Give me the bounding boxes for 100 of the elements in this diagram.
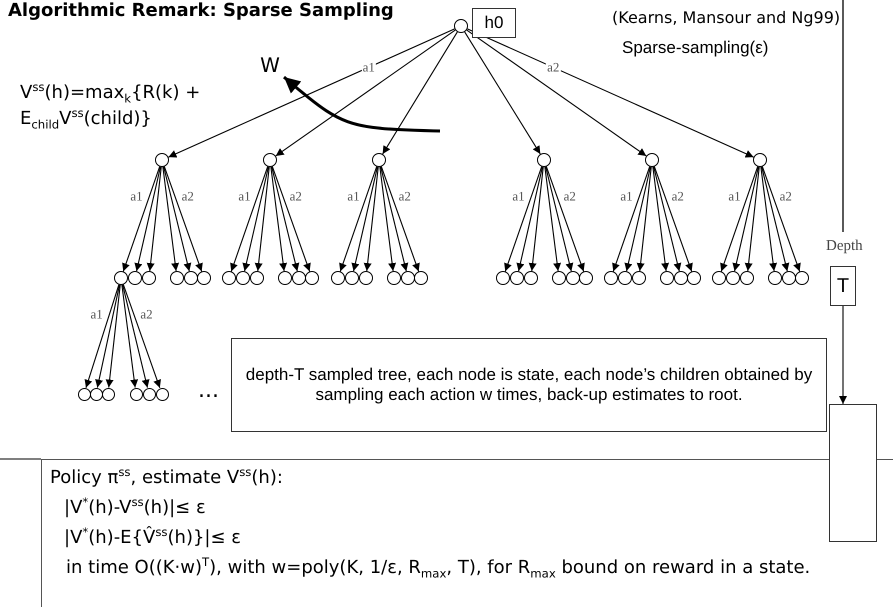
arrow	[122, 284, 150, 388]
arrow	[761, 166, 790, 272]
tree-node-circle	[454, 19, 468, 33]
tree-node-circle	[496, 271, 510, 285]
edge-label: a2	[180, 189, 195, 202]
tree-node-circle	[236, 271, 250, 285]
tree-node-circle	[604, 271, 618, 285]
arrow	[653, 166, 682, 272]
arrow	[84, 284, 120, 388]
arrow	[624, 166, 651, 272]
arrow	[467, 28, 754, 158]
variable-label: W	[256, 52, 284, 78]
tree-node-circle	[618, 271, 632, 285]
slide-title: Algorithmic Remark: Sparse Sampling	[8, 0, 394, 21]
depth-bar	[829, 404, 877, 542]
edge-label: a2	[139, 307, 154, 320]
arrow	[528, 166, 544, 272]
tree-node-circle	[197, 271, 211, 285]
tree-node-circle	[401, 271, 415, 285]
arrow	[380, 166, 408, 272]
tree-node-circle	[782, 271, 796, 285]
arrow	[546, 166, 585, 272]
arrow	[168, 28, 455, 158]
arrow	[134, 166, 161, 272]
formula-text: in time O((K·w)$^{T}$), with w=poly(K, 1/ε, R$_{max}$, T), for R$_{max}$ bound on reward in a state.	[65, 554, 812, 583]
state-label-box	[472, 8, 516, 38]
edge-label: a1	[346, 189, 361, 202]
result-panel	[41, 459, 893, 607]
arrow	[270, 166, 288, 272]
note-box	[231, 338, 827, 432]
edge-label: a2	[398, 189, 412, 202]
arrow	[162, 166, 180, 272]
arrow	[545, 166, 574, 272]
formula-text: |V$^{*}$(h)-V$^{ss}$(h)|≤ ε	[63, 494, 207, 520]
state-label: h0	[484, 12, 504, 34]
arrow	[275, 30, 456, 156]
arrow	[230, 166, 268, 272]
arrow	[254, 166, 270, 272]
tree-node-circle	[90, 388, 102, 400]
tree-node-circle	[102, 388, 114, 400]
tree-node-circle	[645, 153, 659, 167]
arrow	[732, 166, 759, 272]
edge-label: a1	[129, 189, 144, 202]
arrow	[464, 32, 541, 154]
tree-node-circle	[687, 271, 701, 285]
tree-node-circle	[387, 271, 401, 285]
formula-text: |V$^{*}$(h)-E{V̂$^{ss}$(h)}|≤ ε	[63, 524, 242, 550]
tree-node-circle	[552, 271, 566, 285]
axis-label: Depth	[826, 238, 863, 255]
edge-label: a2	[546, 60, 560, 74]
edge-label: a1	[90, 307, 104, 320]
algorithm-name: Sparse-sampling(ε)	[622, 38, 768, 58]
arrow	[106, 284, 121, 388]
tree-node-circle	[537, 153, 551, 167]
depth-box	[830, 266, 856, 306]
edge-label: a1	[362, 60, 376, 74]
arrow	[612, 166, 650, 272]
tree-node-circle	[345, 271, 359, 285]
tree-node-circle	[142, 388, 156, 400]
arrow	[382, 32, 458, 154]
arrow	[654, 166, 693, 272]
ellipsis-text: ...	[198, 378, 219, 403]
tree-node-circle	[250, 271, 264, 285]
tree-node-circle	[795, 271, 809, 285]
tree-node-circle	[579, 271, 593, 285]
edge-label: a2	[670, 189, 685, 202]
tree-node-circle	[740, 271, 754, 285]
tree-node-circle	[263, 153, 277, 167]
arrow	[351, 166, 378, 272]
tree-node-circle	[359, 271, 373, 285]
tree-node-circle	[292, 271, 306, 285]
arrow	[504, 166, 542, 272]
tree-node-circle	[660, 271, 674, 285]
tree-node-circle	[78, 388, 90, 400]
tree-node-circle	[674, 271, 688, 285]
tree-node-circle	[372, 153, 386, 167]
tree-node-circle	[331, 271, 345, 285]
arrow	[163, 166, 192, 272]
tree-node-circle	[222, 271, 236, 285]
tree-node-circle	[768, 271, 782, 285]
arrow	[95, 284, 120, 388]
tree-node-circle	[130, 388, 142, 400]
note-text: depth-T sampled tree, each node is state, each node’s children obtained by sampling each action w times, back-up estimates to root.	[244, 364, 814, 406]
tree-node-circle	[170, 271, 184, 285]
citation-text: (Kearns, Mansour and Ng99)	[612, 8, 840, 27]
arrow	[544, 166, 562, 272]
arrow	[164, 166, 203, 272]
tree-node-circle	[712, 271, 726, 285]
tree-node-circle	[510, 271, 524, 285]
arrow	[760, 166, 778, 272]
tree-node-circle	[184, 271, 198, 285]
arrow	[122, 166, 160, 272]
tree-node-circle	[566, 271, 580, 285]
edge-label: a1	[237, 189, 252, 202]
arrow	[146, 166, 162, 272]
edge-label: a2	[778, 189, 793, 202]
arrow	[242, 166, 269, 272]
tree-node-circle	[128, 271, 142, 285]
arrow	[466, 30, 647, 156]
arrow	[364, 166, 379, 272]
